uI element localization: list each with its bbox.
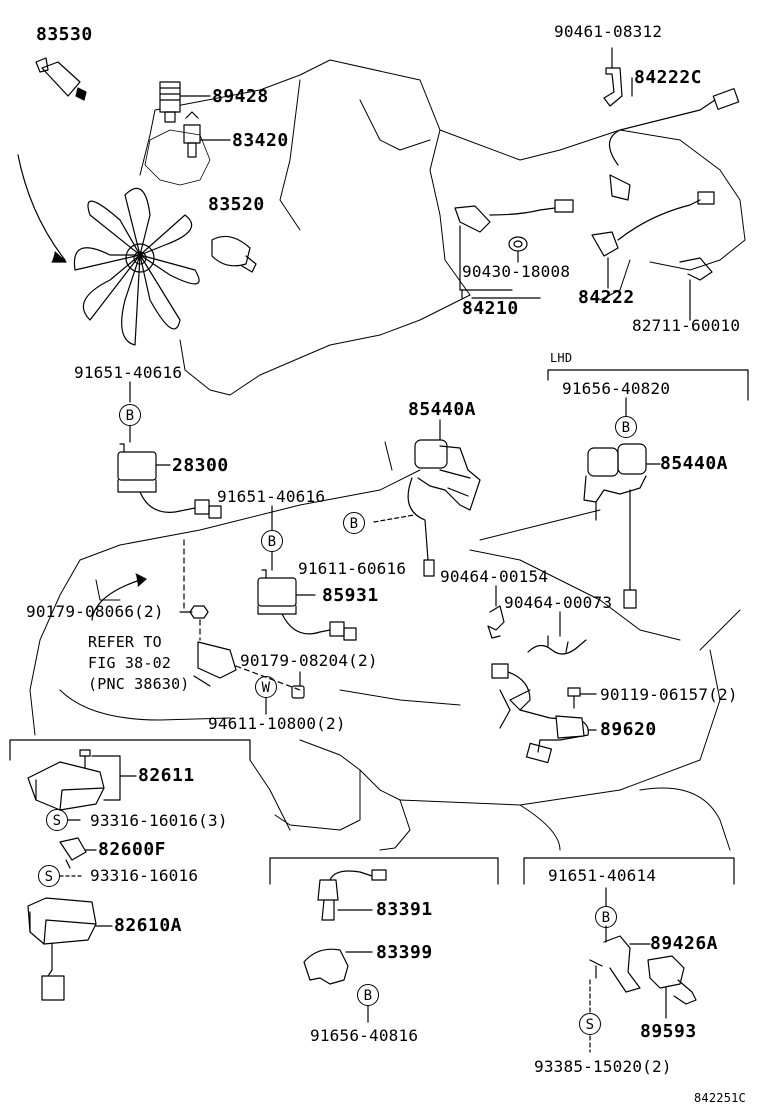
part-label-84210[interactable]: 84210: [462, 298, 519, 319]
diagram-code: 842251C: [694, 1091, 746, 1105]
leader-84210: [461, 289, 541, 299]
engine-outline: [139, 59, 746, 396]
clip-90464-00154-icon: [487, 605, 505, 639]
part-label-91656-40816[interactable]: 91656-40816: [310, 1026, 419, 1045]
bracket-outline: [144, 129, 211, 186]
clip-90464-00073-icon: [527, 635, 587, 655]
part-label-89593[interactable]: 89593: [640, 1021, 697, 1042]
relay-28300-icon: [117, 443, 222, 519]
part-label-91651-40614[interactable]: 91651-40614: [548, 866, 657, 885]
leader-91611: [373, 514, 415, 523]
part-label-90464-00073[interactable]: 90464-00073: [504, 593, 613, 612]
curved-arrow-center-head: [135, 573, 147, 587]
part-label-89620[interactable]: 89620: [600, 719, 657, 740]
symbol-s-93385: S: [579, 1013, 601, 1035]
ecu-82610a-icon: [27, 897, 97, 1001]
radiator-fan-icon: [73, 187, 200, 346]
lhd-label: LHD: [550, 351, 573, 365]
part-label-90119-06157[interactable]: 90119-06157(2): [600, 685, 738, 704]
part-label-91611-60616[interactable]: 91611-60616: [298, 559, 407, 578]
symbol-b-91651-a: B: [119, 404, 141, 426]
body-outline: [29, 441, 741, 851]
panel-89426a-bracket: [523, 857, 735, 885]
part-label-82611[interactable]: 82611: [138, 765, 195, 786]
o2-sensor-84210-icon: [454, 199, 574, 233]
bracket-82711-60010-icon: [679, 257, 713, 281]
sensor-89593-icon: [647, 955, 697, 1005]
panel-83391-bracket: [269, 857, 499, 885]
harness-89620-icon: [491, 663, 589, 764]
sensor-89428-icon: [159, 81, 181, 123]
bolt-82611-icon: [79, 749, 91, 769]
ecu-82611-icon: [27, 761, 105, 811]
part-label-83530[interactable]: 83530: [36, 24, 93, 45]
part-label-90464-00154[interactable]: 90464-00154: [440, 567, 549, 586]
part-label-85931[interactable]: 85931: [322, 585, 379, 606]
part-label-82711-60010[interactable]: 82711-60010: [632, 316, 741, 335]
part-label-90430-18008[interactable]: 90430-18008: [462, 262, 571, 281]
relay-85931-icon: [257, 569, 357, 641]
symbol-b-91656-40820: B: [615, 416, 637, 438]
part-label-90179-08066[interactable]: 90179-08066(2): [26, 602, 164, 621]
dashed-line-center: [183, 539, 301, 691]
part-label-89428[interactable]: 89428: [212, 86, 269, 107]
sensor-83530-icon: [35, 57, 87, 101]
part-label-84222[interactable]: 84222: [578, 287, 635, 308]
connector-82600f-icon: [59, 837, 87, 869]
sensor-83420-icon: [183, 111, 201, 158]
o2-sensor-84222c-icon: [608, 88, 740, 201]
part-label-82600f[interactable]: 82600F: [98, 839, 167, 860]
curved-arrow-center: [91, 579, 141, 621]
sensor-83520-icon: [211, 235, 257, 273]
symbol-w: W: [255, 676, 277, 698]
leader-82611: [91, 755, 137, 801]
part-label-28300[interactable]: 28300: [172, 455, 229, 476]
part-label-85440a-lhd[interactable]: 85440A: [660, 453, 729, 474]
part-label-83391[interactable]: 83391: [376, 899, 433, 920]
gasket-90430-18008-icon: [508, 236, 528, 252]
part-label-93316-16016-3[interactable]: 93316-16016(3): [90, 811, 228, 830]
lhd-bracket: [547, 369, 749, 401]
boot-83399-icon: [303, 948, 349, 985]
part-label-93316-16016[interactable]: 93316-16016: [90, 866, 199, 885]
symbol-b-91651-40614: B: [595, 906, 617, 928]
refer-note[interactable]: REFER TO FIG 38-02 (PNC 38630): [88, 633, 190, 693]
curved-arrow-fan-head: [51, 251, 67, 263]
part-label-83420[interactable]: 83420: [232, 130, 289, 151]
o2-sensor-84222-icon: [591, 191, 715, 257]
part-label-89426a[interactable]: 89426A: [650, 933, 719, 954]
part-label-90179-08204[interactable]: 90179-08204(2): [240, 651, 378, 670]
vsv-85440a-lhd-icon: [583, 443, 647, 609]
part-label-85440a-main[interactable]: 85440A: [408, 399, 477, 420]
nut-90179-08204-icon: [291, 685, 305, 699]
symbol-s-93316-3: S: [46, 809, 68, 831]
leader-90430: [459, 225, 519, 291]
curved-arrow-fan: [17, 154, 66, 261]
symbol-s-93316: S: [38, 865, 60, 887]
vsv-85440a-icon: [407, 439, 481, 577]
symbol-b-91651-b: B: [261, 530, 283, 552]
nut-90179-08066-icon: [189, 605, 209, 619]
part-label-82610a[interactable]: 82610A: [114, 915, 183, 936]
part-label-91651-40616-b[interactable]: 91651-40616: [217, 487, 326, 506]
part-label-91651-40616-a[interactable]: 91651-40616: [74, 363, 183, 382]
clip-90461-08312-icon: [603, 67, 623, 107]
part-label-91656-40820[interactable]: 91656-40820: [562, 379, 671, 398]
panel-82611-bracket: [9, 739, 251, 761]
part-label-83399[interactable]: 83399: [376, 942, 433, 963]
bracket-89426a-icon: [589, 935, 641, 993]
switch-83391-icon: [317, 869, 387, 921]
part-label-93385-15020[interactable]: 93385-15020(2): [534, 1057, 672, 1076]
part-label-83520[interactable]: 83520: [208, 194, 265, 215]
part-label-84222c[interactable]: 84222C: [634, 67, 703, 88]
part-label-94611-10800[interactable]: 94611-10800(2): [208, 714, 346, 733]
symbol-b-91656-40816: B: [357, 984, 379, 1006]
part-label-90461-08312[interactable]: 90461-08312: [554, 22, 663, 41]
symbol-b-91611: B: [343, 512, 365, 534]
sensor-center-icon: [193, 641, 237, 687]
bolt-90119-06157-icon: [567, 687, 581, 709]
